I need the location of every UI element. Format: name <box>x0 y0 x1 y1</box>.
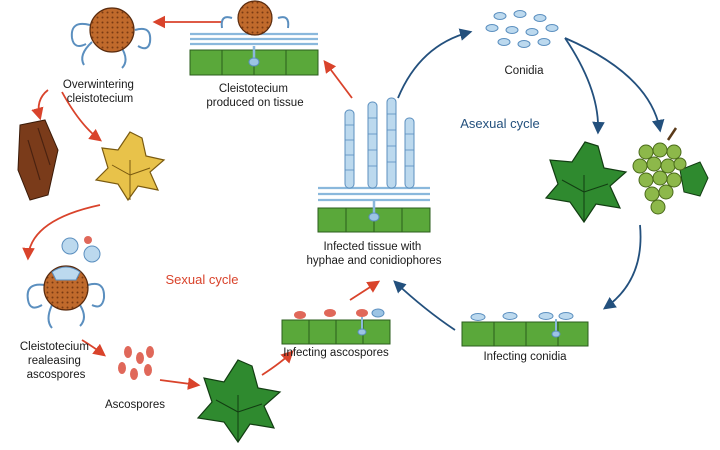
asexual-cycle-arrows <box>393 28 665 331</box>
conidia-illustration <box>485 10 559 48</box>
cleistotecium-releasing-illustration <box>26 236 106 329</box>
label-produced-on-tissue: Cleistotecium produced on tissue <box>206 83 303 109</box>
sexual-cycle-arrows <box>22 15 381 390</box>
bark-illustration <box>17 119 59 201</box>
arrow-overwintering-to-bark <box>31 89 49 121</box>
dead-leaf-illustration <box>94 131 166 202</box>
infecting-ascospores-illustration <box>281 308 391 345</box>
grape-bunch-illustration <box>632 127 709 215</box>
label-conidia: Conidia <box>505 65 545 77</box>
arrow-leaf-to-infecting-ascospores <box>261 350 294 376</box>
arrow-leaf-to-infecting-conidia <box>602 224 642 310</box>
label-overwintering: Overwintering cleistotecium <box>63 79 137 105</box>
label-ascospores: Ascospores <box>105 399 165 411</box>
arrow-infected-to-conidia <box>397 28 473 99</box>
green-leaf-bottom-illustration <box>196 359 282 444</box>
arrow-ascospores-to-leaf <box>159 377 201 390</box>
cleistotecium-on-tissue-illustration <box>189 0 319 76</box>
infecting-conidia-illustration <box>461 312 589 347</box>
arrow-infecting-conidia-to-infected <box>393 280 456 331</box>
arrow-conidia-to-leaf <box>564 37 605 135</box>
arrow-infecting-to-infected <box>349 280 381 301</box>
label-asexual-cycle: Asexual cycle <box>460 116 539 131</box>
ascospores-illustration <box>118 346 154 380</box>
green-leaf-right-illustration <box>544 141 628 224</box>
infected-tissue-illustration <box>317 97 431 233</box>
label-infecting-ascospores: Infecting ascospores <box>283 347 389 359</box>
arrow-infected-to-produced <box>323 59 353 99</box>
arrow-release-to-ascospores <box>81 339 106 357</box>
overwintering-cleistotecium-illustration <box>70 7 152 69</box>
arrow-conidia-to-grape <box>564 37 665 133</box>
label-infecting-conidia: Infecting conidia <box>483 351 567 363</box>
arrow-leaf-to-release <box>22 204 101 261</box>
arrow-overwintering-to-deadleaf <box>61 91 103 142</box>
label-infected-tissue: Infected tissue with hyphae and conidiop… <box>307 241 442 267</box>
label-releasing-ascospores: Cleistotecium realeasing ascospores <box>20 341 92 381</box>
label-sexual-cycle: Sexual cycle <box>166 272 239 287</box>
